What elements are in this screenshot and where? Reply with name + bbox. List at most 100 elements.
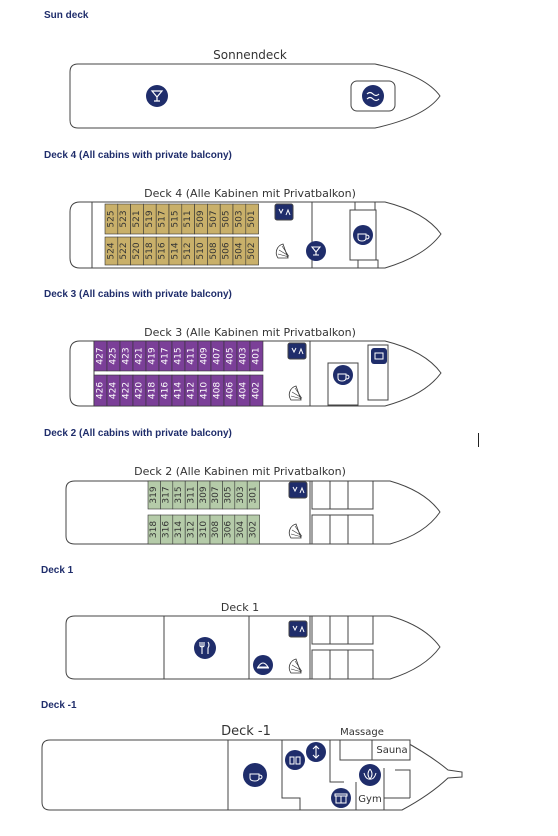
lift-icon	[306, 742, 326, 762]
elevator-icon	[287, 342, 307, 360]
cabin-number: 514	[170, 242, 180, 259]
cabin-number: 318	[149, 521, 159, 538]
stair-box	[354, 201, 376, 211]
cabin-number: 304	[236, 521, 246, 538]
cabin-number: 505	[222, 210, 232, 227]
cabin-number: 414	[174, 382, 184, 399]
deck-minus-1-title: Deck -1	[221, 724, 271, 739]
gym-room	[355, 768, 411, 810]
heading-deck-3: Deck 3 (All cabins with private balcony)	[44, 289, 232, 300]
cabin-number: 522	[119, 242, 129, 259]
cabin-number: 419	[148, 347, 158, 364]
cabin-number: 410	[200, 382, 210, 399]
hull-outline	[65, 615, 441, 680]
cabin-number: 427	[96, 347, 106, 364]
cabin-number: 408	[213, 382, 223, 399]
deck-3-plan: Deck 3 (Alle Kabinen mit Privatbalkon) 4…	[69, 326, 442, 407]
text-cursor	[478, 433, 479, 447]
cabin-number: 412	[187, 382, 197, 399]
corridor-wall	[329, 740, 344, 783]
deck-1-plan: Deck 1	[65, 601, 441, 680]
sun-deck-title: Sonnendeck	[213, 48, 287, 62]
cabin-number: 521	[132, 210, 142, 227]
coffee-icon	[353, 225, 373, 245]
cabin-number: 509	[196, 210, 206, 227]
cabin-number: 316	[162, 521, 172, 538]
cabin-number: 519	[145, 210, 155, 227]
cabin-number: 312	[186, 521, 196, 538]
cabin-number: 411	[187, 347, 197, 364]
cabin-number: 525	[106, 210, 116, 227]
service-room	[311, 514, 331, 545]
sauna-room	[371, 739, 411, 761]
elevator-icon	[288, 481, 308, 499]
cabin-number: 515	[170, 210, 180, 227]
cabin-number: 417	[161, 347, 171, 364]
heading-deck-minus-1: Deck -1	[41, 700, 77, 711]
cabin-number: 301	[248, 486, 258, 503]
deck-3-title: Deck 3 (Alle Kabinen mit Privatbalkon)	[144, 326, 356, 339]
cabin-number: 407	[213, 347, 223, 364]
cabin-number: 315	[174, 486, 184, 503]
massage-label: Massage	[340, 727, 384, 738]
buffet-icon	[253, 655, 273, 675]
cabin-number: 409	[200, 347, 210, 364]
cocktail-icon	[306, 241, 326, 261]
cabin-302	[246, 514, 260, 545]
restaurant-icon	[194, 637, 216, 659]
cabin-number: 402	[252, 382, 262, 399]
cabin-number: 510	[196, 242, 206, 259]
cabin-402	[249, 374, 264, 407]
cabin-number: 314	[174, 521, 184, 538]
cabin-number: 424	[109, 382, 119, 399]
cabin-number: 511	[183, 210, 193, 227]
cabin-number: 302	[248, 521, 258, 538]
cabin-number: 406	[226, 382, 236, 399]
cabin-number: 501	[247, 210, 257, 227]
service-room	[347, 514, 374, 545]
cabin-number: 503	[234, 210, 244, 227]
cabin-501	[245, 203, 259, 235]
pool-icon	[350, 80, 396, 112]
cabin-number: 306	[224, 521, 234, 538]
cabin-number: 502	[247, 242, 257, 259]
cabin-number: 524	[106, 242, 116, 259]
massage-room	[339, 740, 372, 761]
cabin-number: 426	[96, 382, 106, 399]
cocktail-icon	[146, 85, 168, 107]
cabin-number: 404	[239, 382, 249, 399]
cabin-number: 415	[174, 347, 184, 364]
cabin-number: 506	[222, 242, 232, 259]
cabin-number: 523	[119, 210, 129, 227]
cabin-502	[245, 236, 259, 266]
hull-outline	[69, 63, 441, 129]
deck-minus-1-plan: Deck -1 Massage Sauna Gym	[41, 724, 463, 811]
cabin-number: 319	[149, 486, 159, 503]
sun-deck-plan: Sonnendeck	[69, 48, 441, 129]
sauna-label: Sauna	[376, 745, 407, 756]
deck-1-title: Deck 1	[221, 601, 259, 614]
cabin-number: 518	[145, 242, 155, 259]
cabin-number: 422	[122, 382, 132, 399]
cabin-number: 311	[186, 486, 196, 503]
cabin-number: 520	[132, 242, 142, 259]
cabin-number: 504	[234, 242, 244, 259]
service-room	[329, 615, 349, 645]
gift-icon	[331, 788, 351, 808]
cabin-number: 421	[135, 347, 145, 364]
library-icon	[285, 750, 305, 770]
coffee-icon	[243, 763, 267, 787]
heading-sun-deck: Sun deck	[44, 10, 89, 21]
cabin-number: 308	[211, 521, 221, 538]
deck-2-plan: Deck 2 (Alle Kabinen mit Privatbalkon) 3…	[65, 465, 441, 545]
cabin-number: 317	[162, 486, 172, 503]
reception-icon	[371, 348, 387, 364]
service-room	[347, 480, 374, 510]
cabin-number: 401	[252, 347, 262, 364]
service-room	[311, 615, 331, 645]
cabin-number: 303	[236, 486, 246, 503]
cabin-number: 305	[224, 486, 234, 503]
cabin-number: 416	[161, 382, 171, 399]
